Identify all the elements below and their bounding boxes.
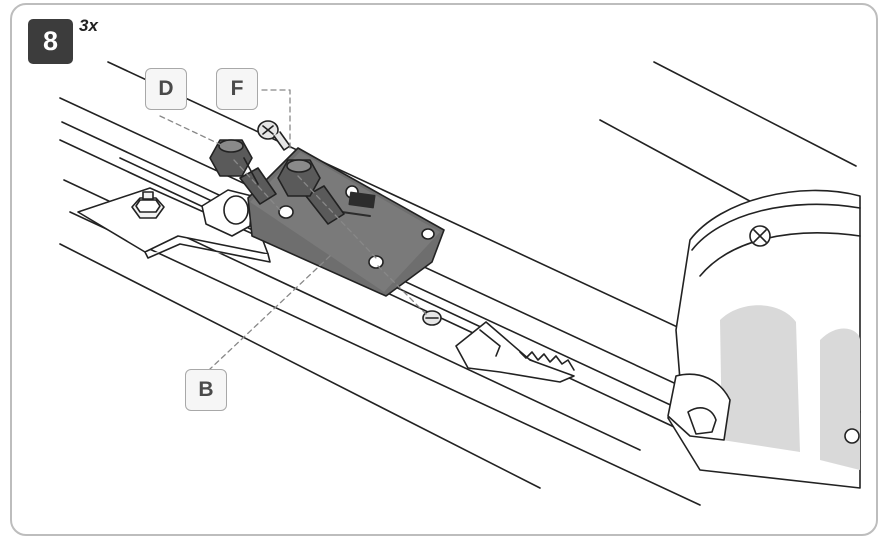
- leader-lines: [159, 89, 429, 370]
- left-bracket: [77, 187, 271, 263]
- toothed-rack: [455, 321, 575, 383]
- screw-lower: [422, 310, 442, 326]
- motor-housing: [667, 189, 861, 489]
- screw-small: [257, 120, 291, 151]
- quantity-label: 3x: [79, 16, 98, 35]
- mounting-plate: [247, 147, 445, 297]
- hex-nut: [131, 191, 165, 219]
- step-number-badge: 8: [28, 19, 73, 64]
- callout-b: B: [185, 369, 227, 411]
- callout-f: F: [216, 68, 258, 110]
- clamp-piece: [201, 189, 253, 237]
- callout-d: D: [145, 68, 187, 110]
